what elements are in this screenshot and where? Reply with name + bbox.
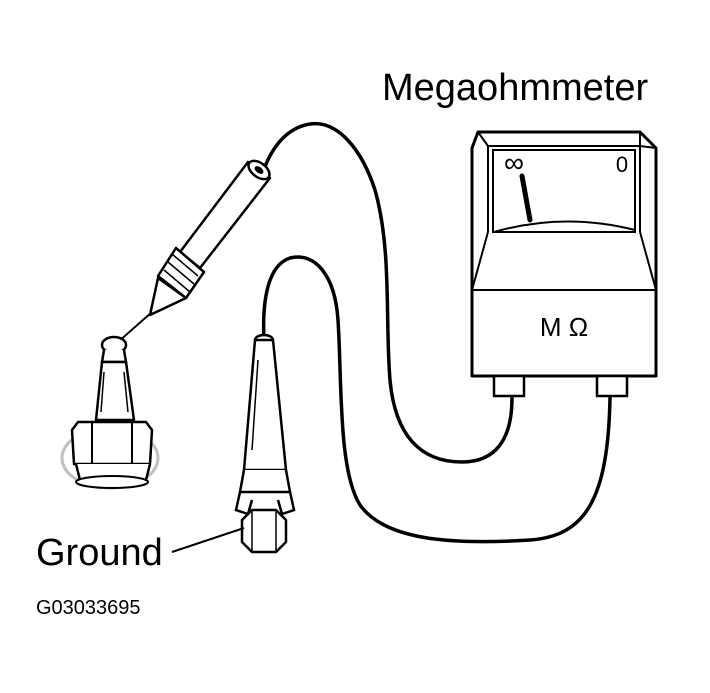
megaohmmeter: ∞ 0 M Ω — [470, 130, 658, 398]
ground-lead-cable — [261, 255, 612, 544]
meter-scale-infinity: ∞ — [504, 147, 524, 178]
meter-face-bezel — [477, 131, 641, 147]
ground-clip-jaws — [234, 491, 296, 516]
meter-scale-zero: 0 — [616, 152, 628, 177]
ground-clip — [171, 333, 296, 554]
spark-plug-hex-nut — [70, 420, 154, 466]
ground-clip-boot — [242, 338, 288, 472]
megaohmmeter-label: Megaohmmeter — [382, 67, 649, 109]
meter-terminal-right — [595, 374, 629, 398]
ground-label: Ground — [36, 532, 163, 574]
spark-plug — [60, 335, 160, 490]
meter-dial-face — [492, 149, 636, 233]
meter-unit-label: M Ω — [540, 312, 588, 342]
meter-scale-arc — [493, 220, 636, 233]
positive-lead-cable — [260, 121, 514, 464]
probe-tip-cone — [148, 276, 188, 317]
ground-bolt-nut — [240, 508, 288, 554]
ground-leader-line — [171, 527, 245, 553]
meter-housing-lower — [471, 231, 657, 291]
meter-needle — [519, 173, 533, 223]
probe-needle — [117, 311, 153, 343]
test-probe — [117, 159, 272, 343]
meter-terminal-left — [492, 374, 526, 398]
figure-code: G03033695 — [36, 597, 141, 619]
